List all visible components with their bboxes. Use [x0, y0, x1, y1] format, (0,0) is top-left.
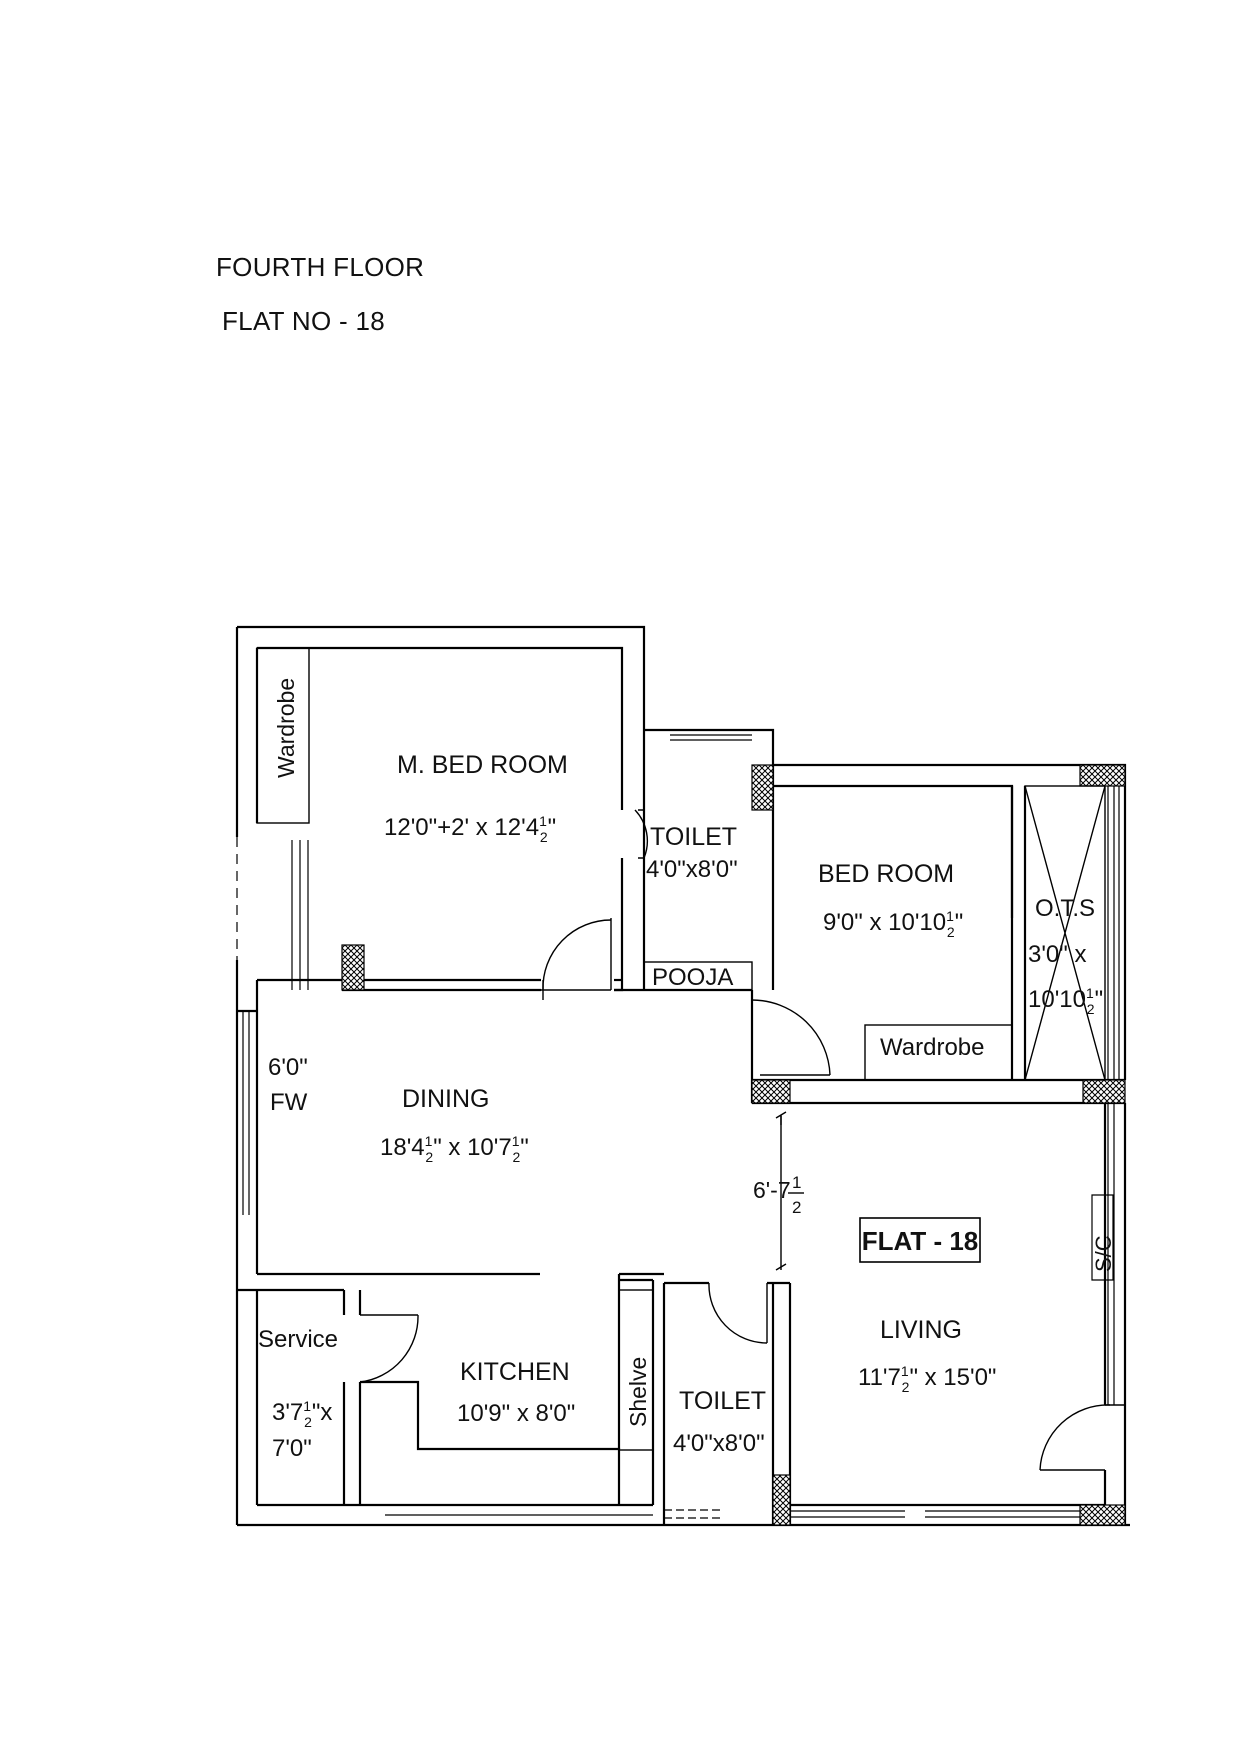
sc-label: S/C — [1091, 1235, 1116, 1272]
fw-line1: 6'0" — [268, 1054, 308, 1081]
toilet-bottom-size: 4'0"x8'0" — [673, 1430, 765, 1457]
shelve-unit — [618, 1289, 654, 1451]
service-name: Service — [258, 1326, 338, 1353]
toilet-bottom-name: TOILET — [679, 1387, 766, 1415]
wardrobe-bedroom-label: Wardrobe — [880, 1034, 984, 1061]
passage-dimension: 6'-7 — [753, 1177, 791, 1203]
living-name: LIVING — [880, 1316, 962, 1344]
pooja-label: POOJA — [652, 964, 733, 991]
service-size-line2: 7'0" — [272, 1435, 312, 1462]
passage-dimension-num: 1 — [792, 1173, 801, 1192]
column — [1079, 764, 1126, 787]
ots-name: O.T.S — [1035, 895, 1095, 922]
fw-line2: FW — [270, 1089, 308, 1116]
fixtures — [256, 647, 1106, 1451]
column — [751, 764, 774, 811]
column — [772, 1474, 791, 1526]
wardrobe-master-label: Wardrobe — [273, 678, 299, 778]
ots-shaft — [1024, 785, 1106, 1081]
kitchen-size: 10'9" x 8'0" — [457, 1400, 575, 1427]
flat-tag: FLAT - 18 — [862, 1226, 979, 1256]
wardrobe-master — [256, 647, 310, 824]
bedroom-name: BED ROOM — [818, 860, 954, 888]
columns — [341, 764, 1126, 1526]
passage-dimension-den: 2 — [792, 1198, 801, 1217]
dining-name: DINING — [402, 1085, 490, 1113]
column — [341, 944, 365, 991]
column — [751, 1079, 791, 1104]
windows — [236, 734, 1120, 1519]
floor-title: FOURTH FLOOR — [216, 252, 425, 282]
master-bedroom-name: M. BED ROOM — [397, 751, 568, 779]
pooja-unit — [643, 961, 753, 991]
ots-size-line1: 3'0" x — [1028, 941, 1086, 968]
flat-tag-box — [859, 1217, 981, 1263]
toilet-top-size: 4'0"x8'0" — [646, 856, 738, 883]
doors — [359, 809, 1125, 1471]
kitchen-name: KITCHEN — [460, 1358, 570, 1386]
toilet-top-name: TOILET — [650, 823, 737, 851]
shelve-label: Shelve — [625, 1357, 651, 1427]
column — [1079, 1504, 1126, 1526]
wardrobe-bedroom — [864, 1024, 1013, 1081]
flat-number-title: FLAT NO - 18 — [222, 306, 386, 336]
column — [1082, 1079, 1126, 1104]
